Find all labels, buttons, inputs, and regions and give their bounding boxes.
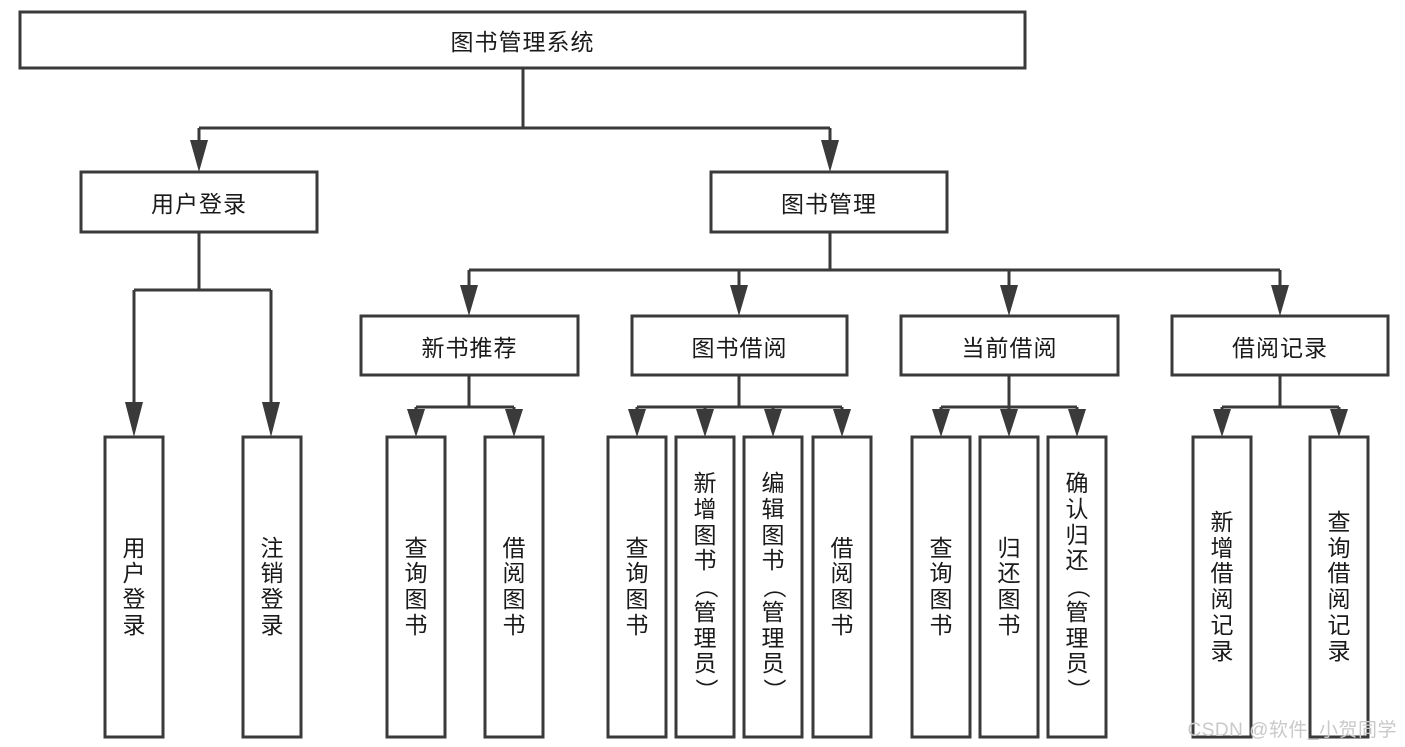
node-box-borrow-record[interactable] xyxy=(1170,314,1390,377)
node-box-leaf-user-login[interactable] xyxy=(103,435,165,739)
connector-group-book-borrow xyxy=(628,375,851,437)
node-box-book-mgmt[interactable] xyxy=(709,170,949,234)
node-box-leaf-bb-query[interactable] xyxy=(606,435,668,739)
node-box-leaf-cb-confirm[interactable] xyxy=(1046,435,1108,739)
node-box-leaf-nb-borrow[interactable] xyxy=(483,435,545,739)
arrow-head-br-query xyxy=(1330,409,1348,437)
arrow-head-borrow-record xyxy=(1271,285,1289,316)
arrow-head-current-borrow xyxy=(1000,285,1018,316)
arrow-head-new-book xyxy=(460,285,478,316)
arrow-head-cb-confirm xyxy=(1068,409,1086,437)
node-box-leaf-br-query[interactable] xyxy=(1308,435,1370,739)
arrow-head-nb-query xyxy=(407,409,425,437)
arrow-head-bb-borrow xyxy=(833,409,851,437)
node-box-root[interactable] xyxy=(18,10,1027,70)
arrow-head-book-mgmt xyxy=(821,140,839,172)
arrow-head-book-borrow xyxy=(730,285,748,316)
arrow-head-leaf-logout xyxy=(262,402,280,437)
connector-group-current-borrow xyxy=(932,375,1086,437)
connector-group-new-book xyxy=(407,375,523,437)
node-box-leaf-bb-edit[interactable] xyxy=(742,435,804,739)
node-box-leaf-bb-add[interactable] xyxy=(674,435,736,739)
arrow-head-br-add xyxy=(1213,409,1231,437)
node-box-leaf-nb-query[interactable] xyxy=(385,435,447,739)
node-box-leaf-cb-return[interactable] xyxy=(978,435,1040,739)
connector-group-user-login xyxy=(125,232,280,437)
connector-group-root xyxy=(190,68,839,172)
node-box-current-borrow[interactable] xyxy=(899,314,1120,377)
node-box-book-borrow[interactable] xyxy=(630,314,849,377)
arrow-head-bb-edit xyxy=(764,409,782,437)
node-box-new-book[interactable] xyxy=(359,314,580,377)
arrow-head-cb-query xyxy=(932,409,950,437)
arrow-head-nb-borrow xyxy=(505,409,523,437)
arrow-head-leaf-user-login xyxy=(125,402,143,437)
node-box-leaf-logout[interactable] xyxy=(241,435,303,739)
arrow-head-bb-query xyxy=(628,409,646,437)
node-box-leaf-bb-borrow[interactable] xyxy=(811,435,873,739)
node-box-leaf-br-add[interactable] xyxy=(1191,435,1253,739)
connector-group-borrow-record xyxy=(1213,375,1348,437)
connector-group-book-mgmt xyxy=(460,232,1289,316)
node-box-leaf-cb-query[interactable] xyxy=(910,435,972,739)
arrow-head-user-login xyxy=(190,140,208,172)
arrow-head-bb-add xyxy=(696,409,714,437)
arrow-head-cb-return xyxy=(1000,409,1018,437)
csdn-watermark: CSDN @软件_小贺同学 xyxy=(1187,720,1397,741)
node-box-user-login[interactable] xyxy=(79,170,319,234)
